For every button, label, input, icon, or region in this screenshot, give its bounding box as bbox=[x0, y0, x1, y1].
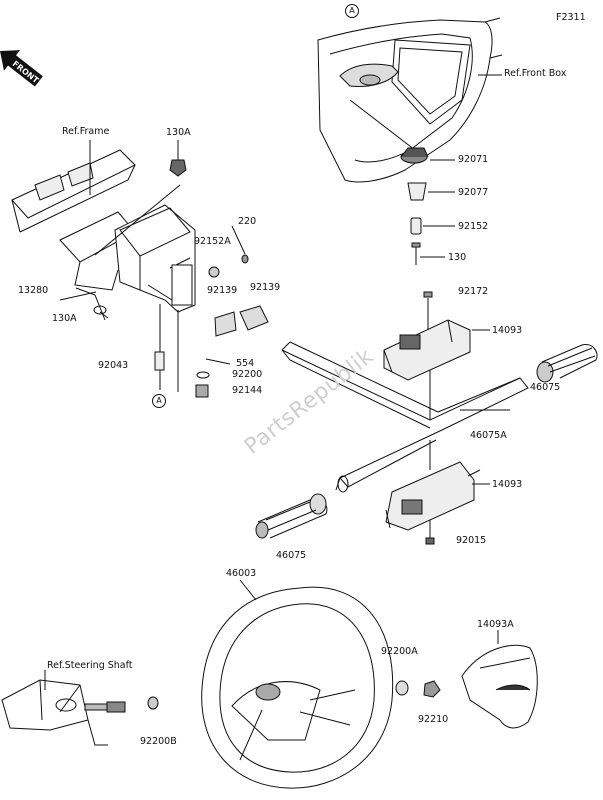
figure-code: F2311 bbox=[556, 12, 586, 23]
part-92152: 92152 bbox=[458, 221, 489, 232]
part-92200: 92200 bbox=[232, 369, 263, 380]
part-46075-left: 46075 bbox=[276, 550, 307, 561]
part-14093A: 14093A bbox=[477, 619, 514, 630]
part-92210: 92210 bbox=[418, 714, 449, 725]
view-marker-bottom: A bbox=[152, 394, 166, 408]
part-14093-lower: 14093 bbox=[492, 479, 523, 490]
front-arrow-icon: FRONT bbox=[0, 50, 43, 87]
part-46075A: 46075A bbox=[470, 430, 507, 441]
part-130A-bottom: 130A bbox=[52, 313, 77, 324]
part-13280: 13280 bbox=[18, 285, 49, 296]
bottom-hardware bbox=[147, 680, 441, 710]
hardware-stack-left bbox=[154, 225, 269, 398]
part-130A-top: 130A bbox=[166, 127, 191, 138]
part-92071: 92071 bbox=[458, 154, 489, 165]
part-46075-right: 46075 bbox=[530, 382, 561, 393]
handlebar-drawing bbox=[281, 341, 529, 493]
part-92200B: 92200B bbox=[140, 736, 177, 747]
part-92172: 92172 bbox=[458, 286, 489, 297]
ref-front-box-label: Ref.Front Box bbox=[504, 68, 567, 79]
part-554: 554 bbox=[236, 358, 255, 369]
part-92139-a: 92139 bbox=[207, 285, 238, 296]
lower-clamp-drawing bbox=[385, 461, 490, 545]
ref-frame-label: Ref.Frame bbox=[62, 126, 110, 137]
front-box-drawing bbox=[317, 17, 503, 183]
part-46003: 46003 bbox=[226, 568, 257, 579]
part-92015: 92015 bbox=[456, 535, 487, 546]
horn-pad-drawing bbox=[461, 630, 538, 729]
ref-steering-shaft-label: Ref.Steering Shaft bbox=[47, 660, 133, 671]
part-92200A: 92200A bbox=[381, 646, 418, 657]
upper-clamp-drawing bbox=[383, 291, 490, 381]
part-14093-upper: 14093 bbox=[492, 325, 523, 336]
right-grip-drawing bbox=[536, 343, 598, 383]
part-220: 220 bbox=[238, 216, 257, 227]
left-grip-drawing bbox=[255, 493, 328, 539]
part-92043: 92043 bbox=[98, 360, 129, 371]
part-92139-b: 92139 bbox=[250, 282, 281, 293]
view-marker-top: A bbox=[345, 4, 359, 18]
steering-shaft-drawing bbox=[1, 670, 126, 746]
part-92144: 92144 bbox=[232, 385, 263, 396]
steering-wheel-drawing bbox=[201, 579, 394, 789]
part-92152A: 92152A bbox=[194, 236, 231, 247]
part-130: 130 bbox=[448, 252, 467, 263]
frame-drawing bbox=[11, 140, 196, 321]
hardware-stack-right bbox=[349, 99, 455, 265]
part-92077: 92077 bbox=[458, 187, 489, 198]
